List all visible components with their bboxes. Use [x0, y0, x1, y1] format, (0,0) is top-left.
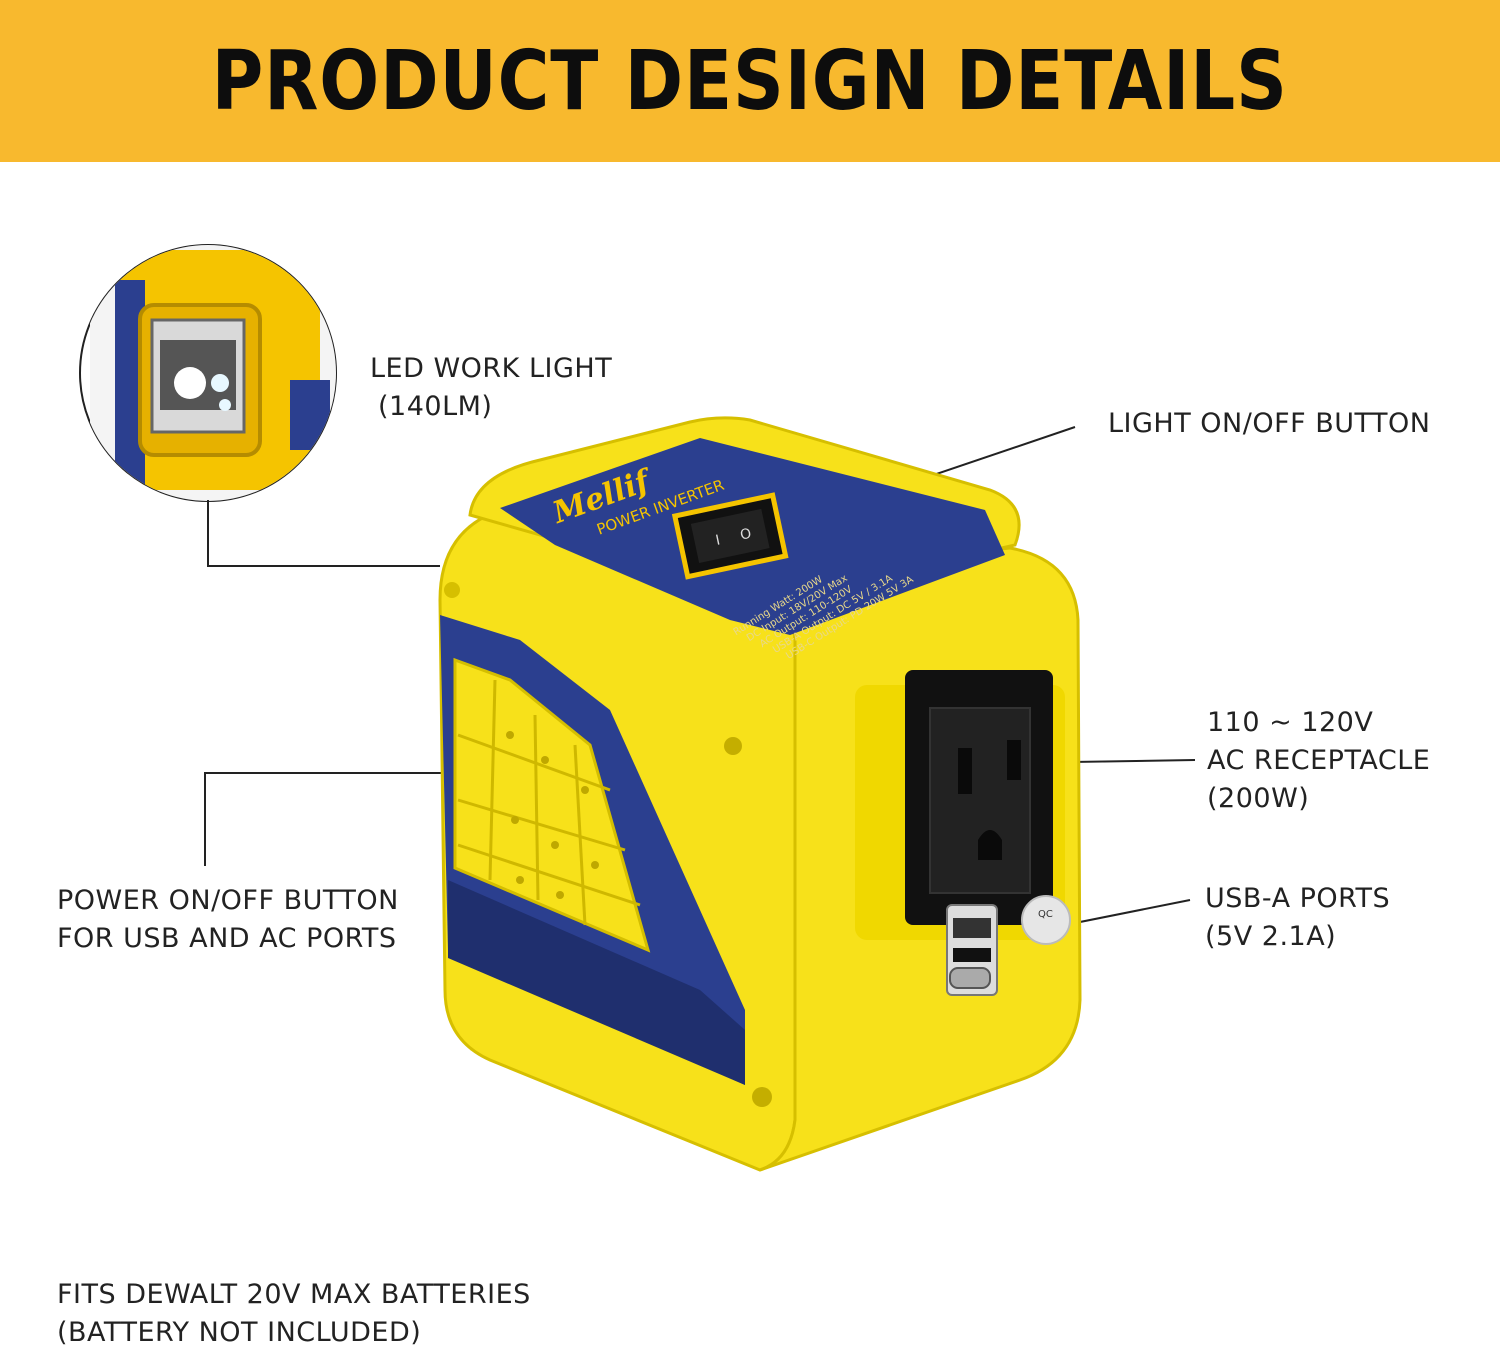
power-button-leader-line: [204, 772, 445, 866]
qc-badge-icon: [1021, 895, 1071, 945]
svg-text:O: O: [739, 526, 753, 544]
led-leader-line: [207, 500, 440, 567]
battery-compatibility-label: FITS DEWALT 20V MAX BATTERIES (BATTERY N…: [57, 1279, 531, 1348]
light-rocker-switch: I O: [671, 492, 789, 580]
power-button-label: POWER ON/OFF BUTTON FOR USB AND AC PORTS: [57, 885, 399, 954]
svg-text:I: I: [714, 532, 721, 549]
led-inset: [79, 244, 337, 502]
ac-outlet: [855, 670, 1065, 940]
led-work-light-label: LED WORK LIGHT (140LM): [370, 353, 613, 422]
product-illustration: I O Mellif POWER INVERTER Running Watt: …: [79, 244, 1196, 1172]
inverter-device: I O Mellif POWER INVERTER Running Watt: …: [438, 416, 1082, 1172]
page-title: PRODUCT DESIGN DETAILS: [211, 33, 1289, 129]
usb-ports-label: USB-A PORTS (5V 2.1A): [1205, 883, 1391, 952]
usb-ports: QC: [946, 895, 1071, 996]
svg-text:QC: QC: [1038, 909, 1053, 920]
ac-receptacle-label: 110 ~ 120V AC RECEPTACLE (200W): [1207, 707, 1431, 814]
header-banner: PRODUCT DESIGN DETAILS: [0, 0, 1500, 162]
light-button-label: LIGHT ON/OFF BUTTON: [1108, 408, 1431, 439]
